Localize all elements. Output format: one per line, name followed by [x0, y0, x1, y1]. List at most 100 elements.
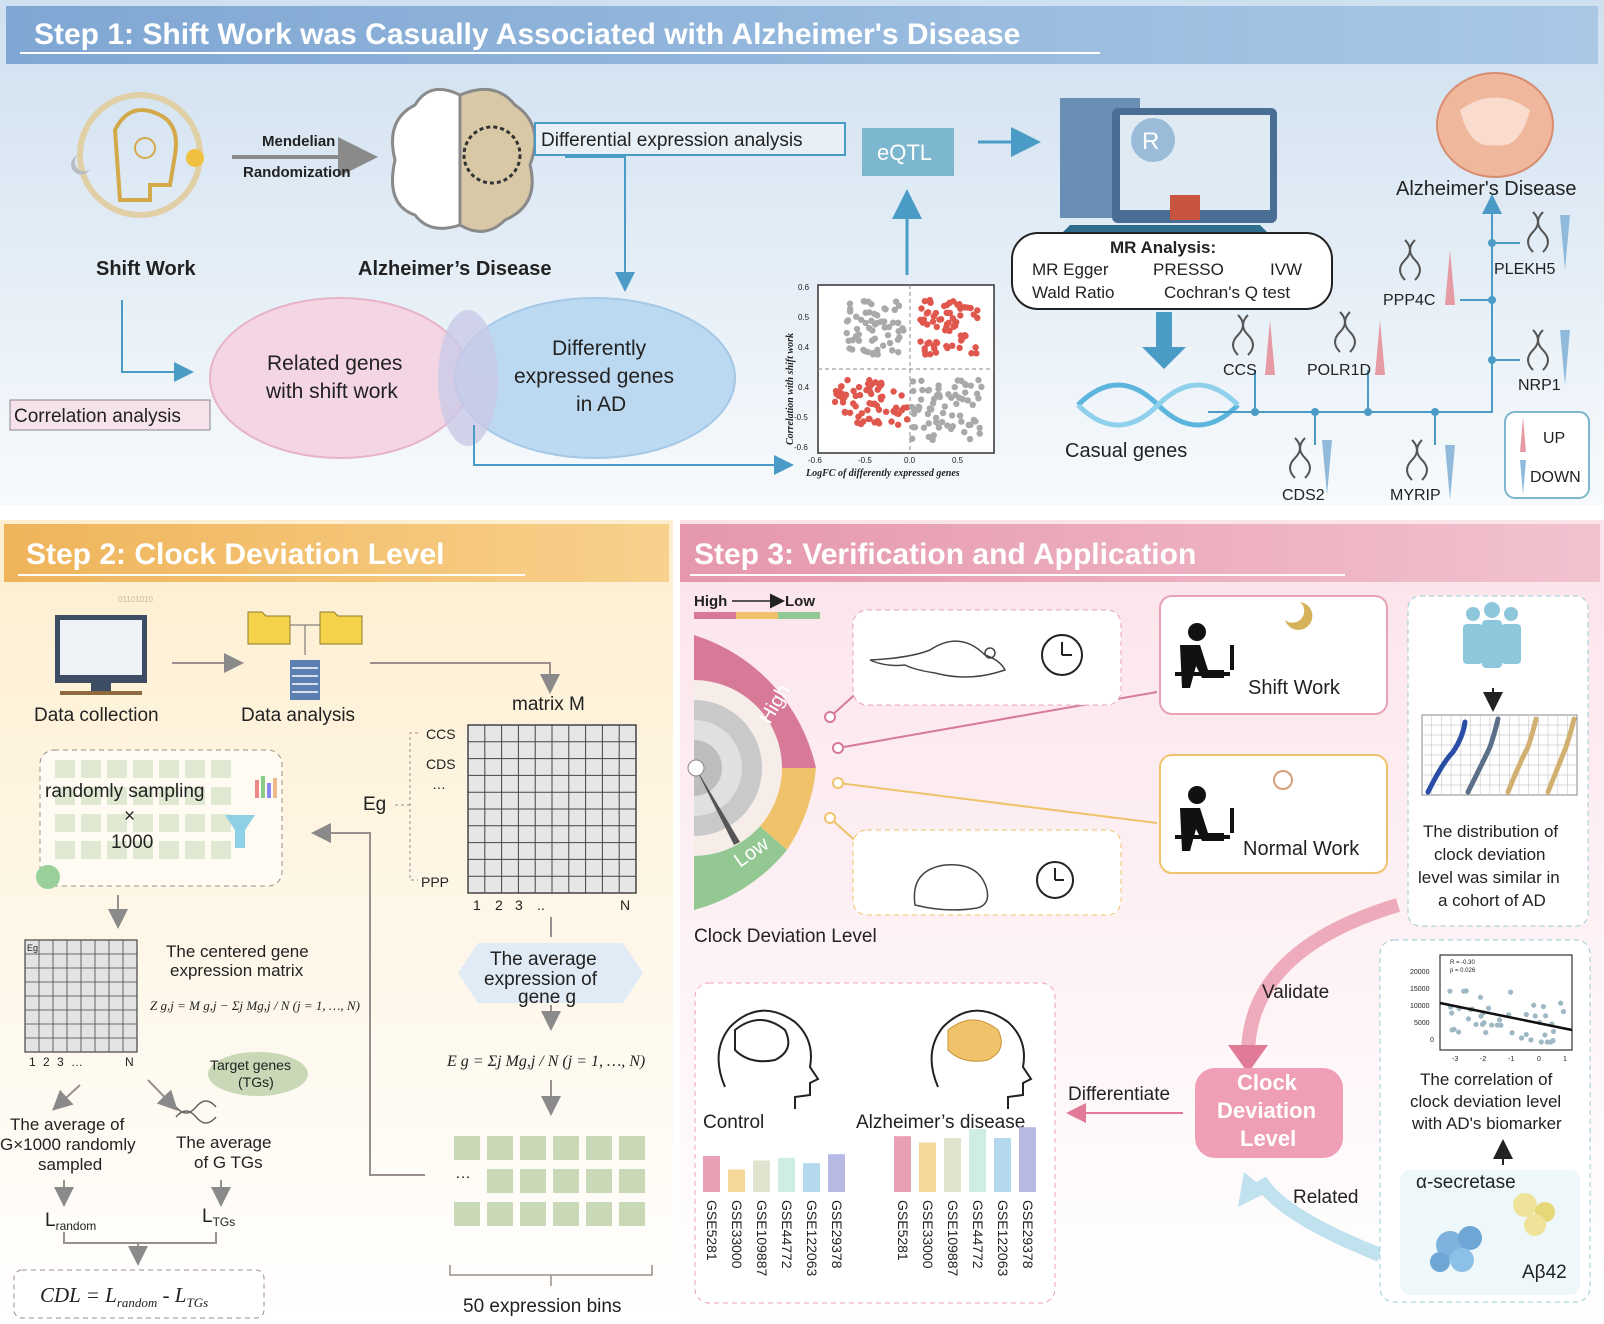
gene-ppp4c: PPP4C	[1383, 292, 1435, 309]
hl-low: Low	[785, 593, 815, 610]
shift-work-icon	[71, 92, 204, 218]
night-worker-icon	[1175, 602, 1313, 688]
scatter-point	[964, 397, 971, 404]
scatter-point	[846, 409, 854, 416]
centered-title-1: The centered gene	[166, 942, 309, 961]
corr-point	[1447, 988, 1453, 994]
corr-point	[1473, 1021, 1479, 1028]
xtick-2: -0.5	[858, 456, 872, 465]
xtick-4: 0.5	[952, 456, 964, 465]
scatter-point	[874, 351, 881, 358]
scatter-point	[926, 296, 934, 304]
expression-bins	[454, 1136, 645, 1226]
scatter-point	[837, 383, 845, 390]
scatter-point	[894, 319, 902, 327]
expression-bin	[454, 1202, 480, 1226]
scatter-point	[844, 376, 851, 384]
expression-bin	[487, 1136, 513, 1160]
scatter-point	[955, 394, 963, 401]
ad-head-icon	[930, 1009, 1033, 1109]
cdl-badge-1: Clock	[1237, 1070, 1298, 1095]
scatter-point	[919, 386, 926, 394]
scatter-xlabel: LogFC of differently expressed genes	[805, 468, 960, 479]
row-ppp: PPP	[421, 874, 449, 890]
row-dots: …	[432, 776, 446, 792]
expression-bin	[619, 1169, 645, 1193]
centered-formula: Z g,j = M g,j − Σj Mg,j / N (j = 1, …, N…	[150, 998, 360, 1013]
data-analysis-icon	[247, 611, 363, 700]
scatter-point	[945, 309, 952, 317]
scatter-point	[882, 306, 889, 313]
l-random: Lrandom	[45, 1210, 96, 1233]
scatter-point	[856, 391, 864, 399]
scatter-point	[855, 337, 863, 344]
scatter-point	[855, 331, 862, 338]
shift-work-label: Shift Work	[96, 258, 197, 280]
sample-cell	[55, 760, 75, 778]
scatter-point	[918, 305, 925, 312]
scatter-point	[920, 424, 928, 431]
scatter-point	[866, 400, 873, 407]
col-2: 2	[495, 897, 503, 913]
scatter-point	[953, 400, 960, 407]
expression-bin	[553, 1202, 579, 1226]
corr-point	[1558, 1000, 1564, 1006]
scatter-point	[973, 350, 980, 357]
dataset-bar	[828, 1154, 845, 1192]
mr-label-1: Mendelian	[262, 133, 335, 150]
scatter-point	[898, 407, 906, 414]
deg-3: in AD	[576, 393, 626, 416]
corr-point	[1531, 1002, 1537, 1008]
scatter-point	[846, 300, 854, 307]
scatter-point	[877, 318, 885, 325]
scatter-point	[852, 313, 860, 320]
corr-ytick-3: 10000	[1410, 1003, 1430, 1010]
corr-point	[1550, 1028, 1557, 1035]
scatter-point	[876, 383, 883, 390]
scatter-point	[898, 392, 905, 399]
sample-cell	[211, 814, 231, 832]
scatter-point	[975, 395, 982, 402]
sample-cell	[107, 760, 127, 778]
scatter-point	[839, 399, 847, 406]
expression-bin	[553, 1136, 579, 1160]
scatter-point	[945, 319, 952, 327]
cdl-badge-2: Deviation	[1217, 1098, 1316, 1123]
scatter-point	[864, 406, 871, 414]
ytick-1: 0.6	[798, 283, 810, 292]
scatter-point	[935, 424, 943, 431]
small-col-dots: …	[71, 1055, 83, 1069]
avg-expr-2: expression of	[484, 969, 598, 990]
expression-bin	[520, 1169, 546, 1193]
related-label: Related	[1293, 1187, 1359, 1208]
scatter-point	[890, 407, 897, 415]
scatter-point	[968, 350, 975, 357]
cdl-formula-box	[13, 1269, 265, 1319]
scatter-point	[869, 327, 876, 334]
scatter-point	[850, 387, 857, 395]
corr-point	[1449, 1027, 1455, 1033]
ytick-4: 0.4	[798, 383, 810, 392]
corr-point	[1528, 1037, 1534, 1043]
scatter-point	[939, 409, 947, 417]
legend-up: UP	[1543, 430, 1565, 447]
scatter-point	[925, 386, 933, 394]
scatter-point	[903, 404, 911, 411]
corr-point	[1481, 1020, 1487, 1026]
scatter-point	[924, 410, 932, 418]
ad-bars	[894, 1127, 1036, 1192]
scatter-point	[888, 418, 895, 425]
scatter-point	[871, 419, 878, 426]
scatter-point	[956, 412, 964, 419]
expression-bin	[619, 1136, 645, 1160]
row-cds: CDS	[426, 756, 456, 772]
sample-cell	[185, 814, 205, 832]
scatter-point	[948, 412, 956, 419]
sampling-times: ×	[124, 806, 135, 827]
dea-arrow	[565, 156, 635, 292]
corr-xtick-2: -2	[1480, 1056, 1486, 1063]
scatter-point	[970, 311, 977, 318]
distribution-curves	[1425, 716, 1577, 795]
scatter-point	[974, 307, 981, 314]
scatter-point	[927, 351, 934, 358]
